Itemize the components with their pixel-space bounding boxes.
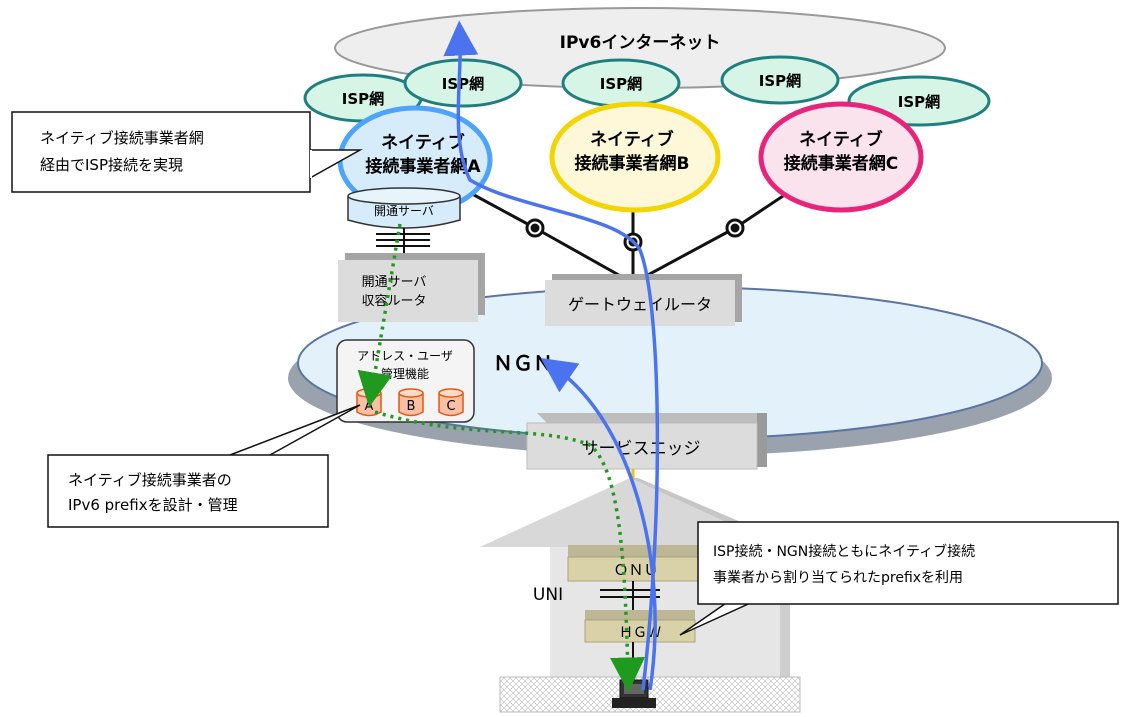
native-network-a: ネイティブ 接続事業者網A [337,105,493,215]
svg-text:開通サーバ: 開通サーバ [374,204,434,218]
svg-text:B: B [407,399,416,414]
isp-network-4: ISP網 [720,55,840,105]
svg-text:IPv6 prefixを設計・管理: IPv6 prefixを設計・管理 [68,496,238,514]
isp-label: ISP網 [898,93,940,111]
uni-label: UNI [533,585,563,605]
svg-text:事業者から割り当てられたprefixを利用: 事業者から割り当てられたprefixを利用 [713,569,963,586]
callout-native-isp: ネイティブ接続事業者網 経由でISP接続を実現 [11,111,363,193]
isp-label: ISP網 [342,90,384,108]
svg-text:ネイティブ接続事業者網: ネイティブ接続事業者網 [40,129,204,147]
ngn-path-arrow [540,358,657,691]
native-network-b: ネイティブ 接続事業者網B [549,101,721,213]
prefix-path-arrow [374,410,646,693]
gateway-router: ゲートウェイルータ [545,274,742,326]
svg-text:開通サーバ: 開通サーバ [362,275,427,290]
svg-text:C: C [446,399,455,414]
callout-prefix-design: ネイティブ接続事業者の IPv6 prefixを設計・管理 [47,404,361,528]
svg-text:ゲートウェイルータ: ゲートウェイルータ [568,295,712,314]
ngn-label: ＮＧＮ [493,351,553,375]
isp-label: ISP網 [759,72,801,90]
svg-text:経由でISP接続を実現: 経由でISP接続を実現 [40,156,183,174]
provisioning-router: 開通サーバ 収容ルータ [338,253,485,322]
svg-text:接続事業者網C: 接続事業者網C [784,153,898,174]
service-edge: サービスエッジ [526,413,767,470]
svg-text:ネイティブ: ネイティブ [590,129,674,150]
svg-text:A: A [365,399,374,414]
svg-text:サービスエッジ: サービスエッジ [582,439,701,459]
prefix-db-b: B [398,388,424,417]
internet-label: IPv6インターネット [560,33,721,53]
router-port-icons [525,218,745,252]
svg-text:収容ルータ: 収容ルータ [361,293,426,309]
svg-text:接続事業者網B: 接続事業者網B [575,153,690,174]
isp-label: ISP網 [442,75,484,93]
svg-text:ネイティブ: ネイティブ [381,132,465,153]
isp-path-arrow [443,20,660,691]
svg-text:ネイティブ: ネイティブ [799,129,883,150]
isp-network-3: ISP網 [561,58,681,108]
svg-text:ネイティブ接続事業者の: ネイティブ接続事業者の [68,471,232,489]
prefix-db-c: C [438,388,464,417]
callout-prefix-use: ISP接続・NGN接続ともにネイティブ接続 事業者から割り当てられたprefix… [697,521,1119,605]
svg-text:ISP接続・NGN接続ともにネイティブ接続: ISP接続・NGN接続ともにネイティブ接続 [713,543,975,560]
hgw-device: ＨＧＷ [584,610,696,643]
svg-text:アドレス・ユーザ: アドレス・ユーザ [357,349,453,363]
native-network-c: ネイティブ 接続事業者網C [758,101,924,213]
uni-connector [600,581,660,612]
svg-text:接続事業者網A: 接続事業者網A [365,156,481,177]
svg-text:管理機能: 管理機能 [381,366,429,381]
onu-device: ＯＮＵ [567,545,704,582]
isp-label: ISP網 [600,75,642,93]
provisioning-server: 開通サーバ [347,187,461,229]
isp-network-2: ISP網 [403,58,523,108]
